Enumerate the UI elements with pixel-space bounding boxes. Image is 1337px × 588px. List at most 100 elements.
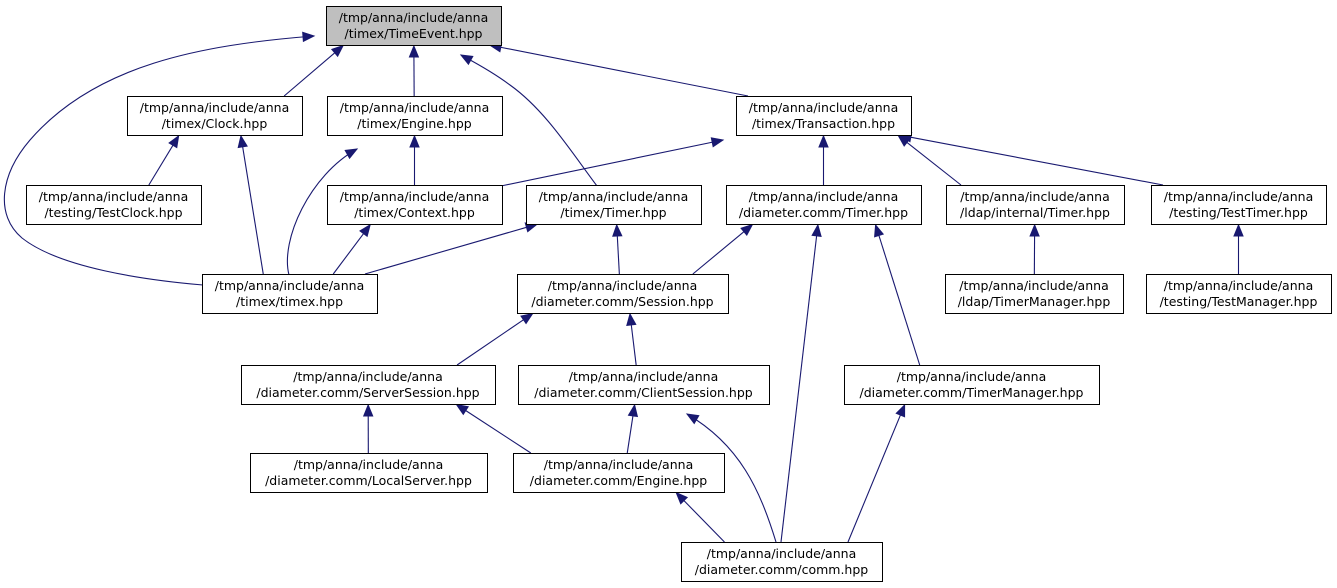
node-label-line2: /ldap/internal/Timer.hpp bbox=[960, 205, 1110, 220]
node-box bbox=[127, 96, 303, 136]
edge-session-to-timer bbox=[612, 223, 623, 275]
node-session[interactable]: /tmp/anna/include/anna/diameter.comm/Ses… bbox=[517, 274, 729, 314]
arrowhead bbox=[362, 403, 374, 417]
node-label-line2: /diameter.comm/LocalServer.hpp bbox=[265, 473, 472, 488]
arrowhead bbox=[459, 54, 474, 66]
edge-timex-to-context bbox=[332, 223, 371, 275]
edge-dtimer-to-transaction bbox=[818, 134, 829, 185]
edge-dengine-to-serversession bbox=[455, 403, 532, 454]
node-testtimer[interactable]: /tmp/anna/include/anna/testing/TestTimer… bbox=[1151, 185, 1327, 225]
node-serversession[interactable]: /tmp/anna/include/anna/diameter.comm/Ser… bbox=[241, 365, 496, 405]
edge-line bbox=[905, 141, 962, 186]
node-box bbox=[726, 185, 922, 225]
node-label-line2: /diameter.comm/ServerSession.hpp bbox=[256, 385, 479, 400]
arrowhead bbox=[874, 223, 885, 238]
arrowhead bbox=[626, 312, 637, 327]
node-dengine[interactable]: /tmp/anna/include/anna/diameter.comm/Eng… bbox=[513, 453, 725, 493]
edge-dengine-to-clientsession bbox=[626, 403, 639, 454]
node-ldaptimer[interactable]: /tmp/anna/include/anna/ldap/internal/Tim… bbox=[946, 185, 1125, 225]
node-box bbox=[518, 365, 770, 405]
node-dtm[interactable]: /tmp/anna/include/anna/diameter.comm/Tim… bbox=[844, 365, 1100, 405]
node-box bbox=[250, 453, 488, 493]
edge-line bbox=[332, 232, 365, 275]
node-label-line2: /timex/TimeEvent.hpp bbox=[344, 26, 482, 41]
node-label-line2: /timex/Transaction.hpp bbox=[752, 116, 895, 131]
node-box bbox=[526, 185, 702, 225]
node-label-line2: /ldap/TimerManager.hpp bbox=[958, 294, 1111, 309]
node-label-line2: /timex/Context.hpp bbox=[354, 205, 475, 220]
node-box bbox=[202, 274, 378, 314]
edge-line bbox=[692, 230, 746, 275]
arrowhead bbox=[1029, 223, 1040, 237]
arrowhead bbox=[895, 403, 906, 418]
edge-line bbox=[780, 234, 818, 543]
arrowhead bbox=[344, 148, 359, 160]
node-dtimer[interactable]: /tmp/anna/include/anna/diameter.comm/Tim… bbox=[726, 185, 922, 225]
node-timeevent[interactable]: /tmp/anna/include/anna/timex/TimeEvent.h… bbox=[326, 6, 502, 46]
edge-timex-to-engine bbox=[286, 148, 359, 276]
node-label-line1: /tmp/anna/include/anna bbox=[340, 189, 489, 204]
edge-line bbox=[909, 136, 1164, 186]
node-label-line2: /timex/Timer.hpp bbox=[560, 205, 666, 220]
node-label-line1: /tmp/anna/include/anna bbox=[1164, 189, 1313, 204]
edge-serversession-to-session bbox=[456, 312, 534, 366]
node-label-line1: /tmp/anna/include/anna bbox=[340, 100, 489, 115]
edge-line bbox=[616, 234, 620, 275]
edge-line bbox=[464, 409, 532, 454]
node-label-line1: /tmp/anna/include/anna bbox=[215, 278, 364, 293]
arrowhead bbox=[627, 403, 639, 418]
node-box bbox=[945, 274, 1124, 314]
node-label-line1: /tmp/anna/include/anna bbox=[959, 278, 1108, 293]
node-box bbox=[946, 185, 1125, 225]
node-testmanager[interactable]: /tmp/anna/include/anna/testing/TestManag… bbox=[1146, 274, 1332, 314]
edge-comm-to-dtimer bbox=[780, 223, 822, 543]
edge-comm-to-clientsession bbox=[685, 413, 777, 543]
arrowhead bbox=[675, 491, 689, 505]
node-timex[interactable]: /tmp/anna/include/anna/timex/timex.hpp bbox=[202, 274, 378, 314]
edge-timex-to-timeevent bbox=[3, 31, 316, 286]
node-label-line2: /timex/Engine.hpp bbox=[357, 116, 472, 131]
node-label-line2: /testing/TestClock.hpp bbox=[44, 205, 182, 220]
node-localserver[interactable]: /tmp/anna/include/anna/diameter.comm/Loc… bbox=[250, 453, 488, 493]
edge-line bbox=[500, 139, 724, 187]
edge-testtimer-to-transaction bbox=[898, 132, 1164, 186]
node-box bbox=[241, 365, 496, 405]
node-label-line1: /tmp/anna/include/anna bbox=[897, 369, 1046, 384]
edge-line bbox=[3, 35, 315, 286]
edge-line bbox=[241, 145, 264, 275]
arrowhead bbox=[818, 134, 829, 148]
edge-line bbox=[460, 54, 598, 187]
edge-timer-to-timeevent bbox=[459, 54, 598, 187]
node-label-line1: /tmp/anna/include/anna bbox=[707, 546, 856, 561]
node-label-line1: /tmp/anna/include/anna bbox=[539, 189, 688, 204]
edge-line bbox=[499, 46, 749, 97]
arrowhead bbox=[685, 413, 700, 425]
node-engine[interactable]: /tmp/anna/include/anna/timex/Engine.hpp bbox=[327, 96, 503, 136]
node-comm[interactable]: /tmp/anna/include/anna/diameter.comm/com… bbox=[681, 542, 883, 582]
node-context[interactable]: /tmp/anna/include/anna/timex/Context.hpp bbox=[327, 185, 503, 225]
edge-clientsession-to-session bbox=[626, 312, 637, 366]
node-label-line2: /testing/TestTimer.hpp bbox=[1169, 205, 1308, 220]
edge-line bbox=[682, 499, 725, 543]
edge-clock-to-timeevent bbox=[283, 44, 345, 97]
node-transaction[interactable]: /tmp/anna/include/anna/timex/Transaction… bbox=[736, 96, 912, 136]
edge-ldaptm-to-ldaptimer bbox=[1029, 223, 1040, 275]
node-timer[interactable]: /tmp/anna/include/anna/timex/Timer.hpp bbox=[526, 185, 702, 225]
node-box bbox=[327, 185, 503, 225]
edge-timex-to-timer bbox=[364, 222, 539, 275]
edge-testclock-to-clock bbox=[148, 134, 180, 186]
arrowhead bbox=[359, 223, 371, 238]
edge-line bbox=[148, 144, 174, 186]
edge-line bbox=[626, 414, 634, 454]
node-clientsession[interactable]: /tmp/anna/include/anna/diameter.comm/Cli… bbox=[518, 365, 770, 405]
node-ldaptm[interactable]: /tmp/anna/include/anna/ldap/TimerManager… bbox=[945, 274, 1124, 314]
node-box bbox=[326, 6, 502, 46]
node-clock[interactable]: /tmp/anna/include/anna/timex/Clock.hpp bbox=[127, 96, 303, 136]
edge-context-to-engine bbox=[409, 134, 420, 185]
node-testclock[interactable]: /tmp/anna/include/anna/testing/TestClock… bbox=[26, 185, 202, 225]
node-box bbox=[517, 274, 729, 314]
arrowhead bbox=[330, 44, 345, 58]
node-box bbox=[844, 365, 1100, 405]
arrowhead bbox=[811, 223, 822, 238]
